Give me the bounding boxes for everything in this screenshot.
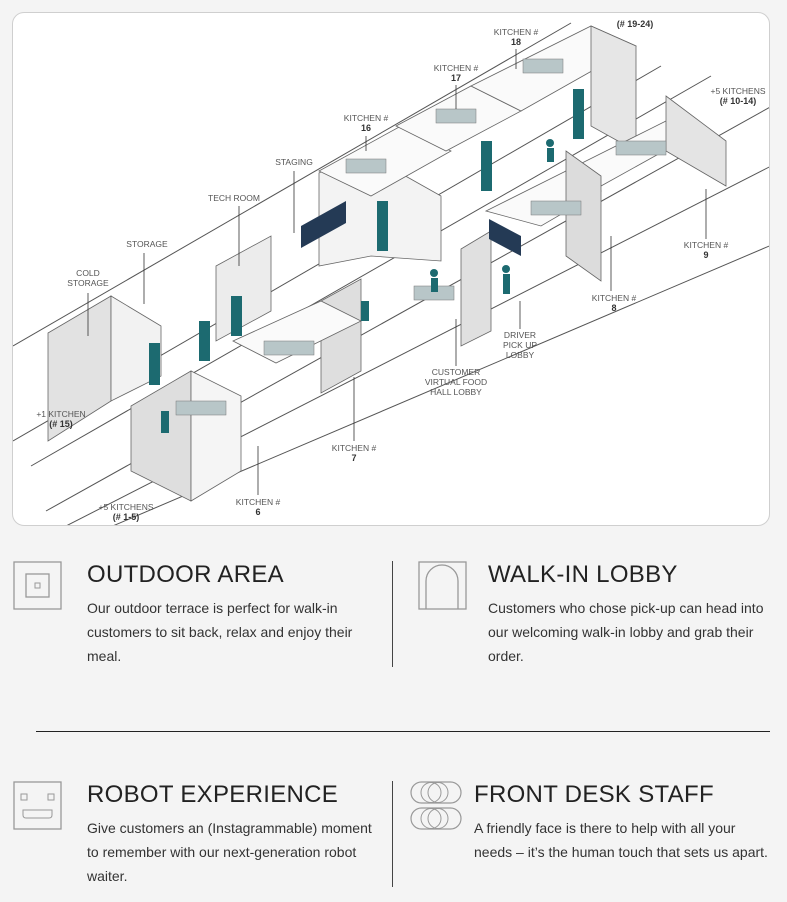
label-staging: STAGING: [275, 157, 313, 167]
label-tech-room: TECH ROOM: [208, 193, 260, 203]
label-kitchen-16: KITCHEN #16: [343, 113, 389, 133]
label-kitchen-18: KITCHEN #18: [493, 27, 539, 47]
label-kitchen-7: KITCHEN #7: [331, 443, 377, 463]
outdoor-area-description: Our outdoor terrace is perfect for walk-…: [87, 600, 353, 664]
floorplan-illustration: KITCHEN #18 (# 19-24) KITCHEN #17 +5 KIT…: [12, 12, 770, 526]
robot-icon: [13, 781, 62, 830]
label-kitchen-8: KITCHEN #8: [591, 293, 637, 313]
floorplan-drawing: [13, 22, 769, 525]
label-kitchens-1-5: +5 KITCHENS(# 1-5): [98, 502, 154, 522]
label-storage: STORAGE: [126, 239, 168, 249]
label-kitchen-6: KITCHEN #6: [235, 497, 281, 517]
label-kitchen-9: KITCHEN #9: [683, 240, 729, 260]
walk-in-lobby-icon: [418, 561, 467, 610]
outdoor-area-title: OUTDOOR AREA: [87, 561, 284, 588]
walk-in-lobby-title: WALK-IN LOBBY: [488, 561, 678, 588]
label-kitchen-15: +1 KITCHEN(# 15): [36, 409, 86, 429]
outdoor-area-icon: [13, 561, 62, 610]
front-desk-icon: [410, 781, 462, 830]
front-desk-staff-description: A friendly face is there to help with al…: [474, 820, 768, 860]
walk-in-lobby-description: Customers who chose pick-up can head int…: [488, 600, 764, 664]
robot-experience-description: Give customers an (Instagrammable) momen…: [87, 820, 372, 884]
section-divider: [36, 731, 770, 732]
column-divider: [392, 781, 393, 887]
robot-experience-title: ROBOT EXPERIENCE: [87, 781, 339, 808]
label-kitchens-10-14: +5 KITCHENS(# 10-14): [710, 86, 766, 106]
column-divider: [392, 561, 393, 667]
label-kitchens-19-24: (# 19-24): [616, 19, 654, 29]
doors: [149, 89, 584, 433]
label-kitchen-17: KITCHEN #17: [433, 63, 479, 83]
front-desk-staff-title: FRONT DESK STAFF: [474, 781, 714, 808]
